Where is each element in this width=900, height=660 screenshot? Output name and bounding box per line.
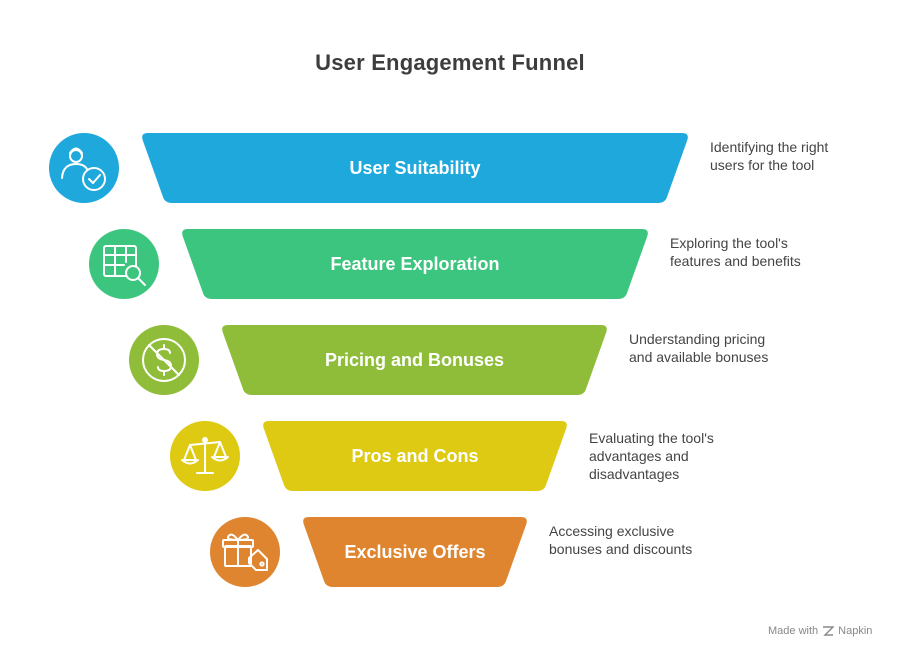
funnel-band-feature-exploration — [182, 229, 648, 299]
icon-circle-user-suitability — [49, 133, 119, 203]
table-search-icon — [103, 245, 146, 286]
stage-description-user-suitability: Identifying the right users for the tool — [710, 139, 829, 173]
napkin-logo-icon — [823, 626, 835, 636]
funnel-band-pricing-and-bonuses — [222, 325, 607, 395]
funnel-stage-pros-and-cons: Pros and Cons — [170, 421, 567, 491]
no-dollar-icon — [142, 338, 186, 382]
funnel-band-user-suitability — [142, 133, 688, 203]
scale-icon — [181, 437, 229, 474]
stage-description-pros-and-cons: Evaluating the tool's advantages and dis… — [589, 430, 714, 482]
funnel-stage-user-suitability: User Suitability — [49, 133, 688, 203]
funnel-stage-exclusive-offers: Exclusive Offers — [210, 517, 527, 587]
gift-tag-icon — [222, 533, 268, 571]
funnel-stage-feature-exploration: Feature Exploration — [89, 229, 648, 299]
funnel-stage-pricing-and-bonuses: Pricing and Bonuses — [129, 325, 607, 395]
funnel-label-pricing-and-bonuses: Pricing and Bonuses — [325, 350, 504, 370]
stage-description-feature-exploration: Exploring the tool's features and benefi… — [670, 235, 801, 269]
page-title: User Engagement Funnel — [315, 50, 585, 75]
funnel-label-user-suitability: User Suitability — [349, 158, 480, 178]
stage-description-exclusive-offers: Accessing exclusive bonuses and discount… — [549, 523, 693, 557]
icon-circle-exclusive-offers — [210, 517, 280, 587]
funnel-band-exclusive-offers — [303, 517, 527, 587]
made-with-credit[interactable]: Made with Napkin — [768, 625, 872, 637]
funnel-band-pros-and-cons — [263, 421, 567, 491]
funnel-label-pros-and-cons: Pros and Cons — [351, 446, 478, 466]
stage-description-pricing-and-bonuses: Understanding pricing and available bonu… — [629, 331, 769, 365]
made-with-label: Made with — [768, 625, 819, 637]
user-check-icon — [61, 147, 106, 191]
funnel-label-exclusive-offers: Exclusive Offers — [344, 542, 485, 562]
funnel-label-feature-exploration: Feature Exploration — [330, 254, 499, 274]
napkin-brand-label: Napkin — [838, 625, 873, 637]
